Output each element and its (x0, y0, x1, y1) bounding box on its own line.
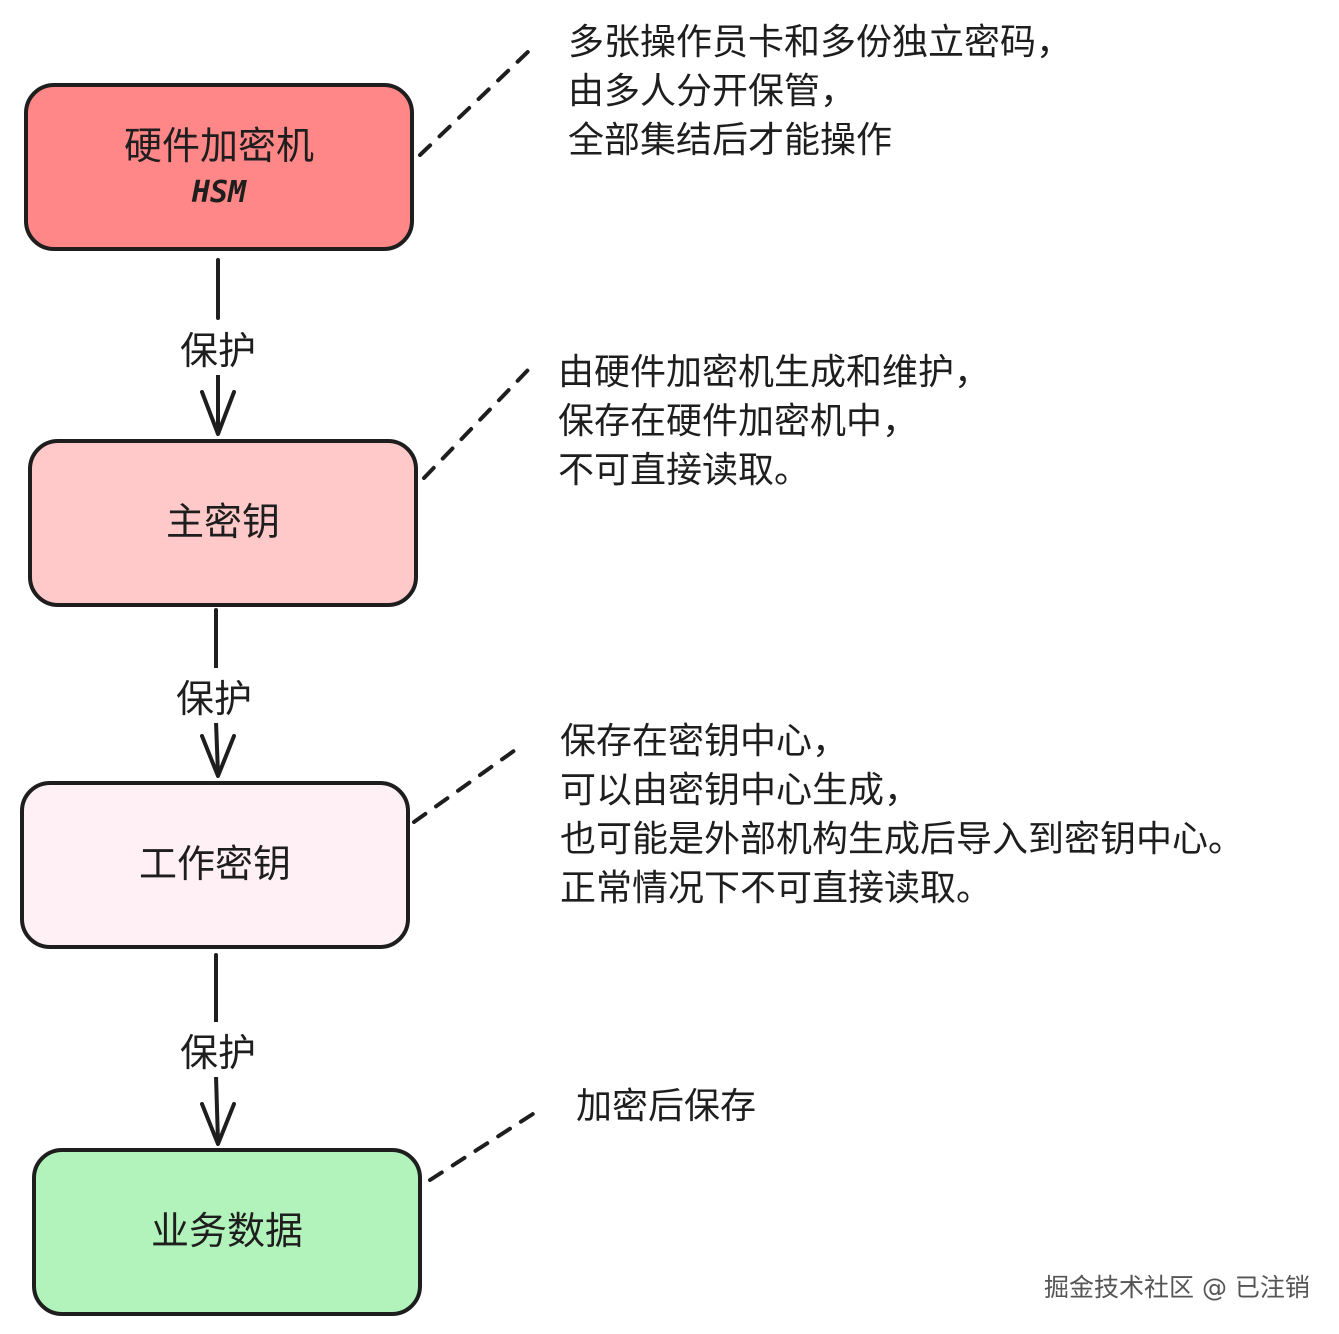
business-data-note: 加密后保存 (576, 1086, 757, 1127)
master-key-node: 主密钥 (28, 439, 418, 607)
watermark: 掘金技术社区 @ 已注销 (1044, 1273, 1310, 1302)
edge-label-protect: 保护 (178, 1022, 259, 1077)
arrow-master-to-work (200, 608, 236, 778)
business-data-node: 业务数据 (32, 1148, 422, 1316)
working-key-note: 保存在密钥中心， 可以由密钥中心生成， 也可能是外部机构生成后导入到密钥中心。 … (560, 721, 1245, 909)
master-key-node-label: 主密钥 (165, 500, 280, 545)
hsm-node-sublabel: HSM (191, 175, 247, 210)
arrow-work-to-data (200, 953, 236, 1146)
hsm-node-label: 硬件加密机 (123, 123, 314, 168)
business-data-node-label: 业务数据 (150, 1209, 303, 1254)
dashed-connector-work-note (412, 746, 520, 824)
dashed-connector-hsm-note (418, 46, 534, 157)
hsm-note: 多张操作员卡和多份独立密码， 由多人分开保管， 全部集结后才能操作 (568, 22, 1073, 161)
dashed-connector-master-note (422, 368, 530, 480)
working-key-node-label: 工作密钥 (138, 842, 291, 887)
edge-label-protect: 保护 (174, 668, 255, 723)
working-key-node: 工作密钥 (20, 781, 410, 949)
hsm-node: 硬件加密机 HSM (24, 83, 414, 251)
dashed-connector-data-note (428, 1110, 538, 1182)
master-key-note: 由硬件加密机生成和维护， 保存在硬件加密机中， 不可直接读取。 (558, 352, 991, 491)
arrow-hsm-to-master (200, 258, 236, 436)
edge-label-protect: 保护 (178, 320, 259, 375)
